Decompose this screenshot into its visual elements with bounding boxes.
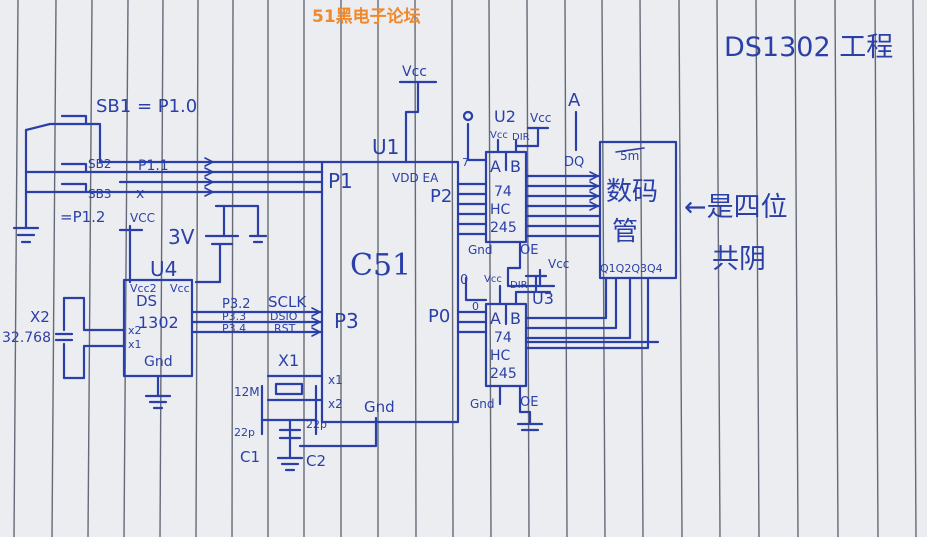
watermark: 51黑电子论坛 [312,6,421,27]
u3-74: 74 [494,330,512,346]
rtc-vcc2: Vcc2 [130,282,157,295]
crystal-ref: X1 [278,351,299,370]
u2-num: 7 [462,156,469,169]
label-p12: =P1.2 [60,208,105,226]
u2-dir: DIR [512,132,530,143]
u2-b: B [510,157,521,176]
mcu-c51: U1 C51 VDD EA P1 P2 P3 P0 Gnd Vcc [298,64,460,448]
xtal-ref: X2 [30,308,50,326]
u2-74: 74 [494,184,512,200]
note-arrow: ←是四位 [684,192,788,223]
note-common-cathode: 共阴 [712,244,766,275]
mcu-vdd-ea: VDD EA [392,171,439,185]
notebook-lines [13,0,917,537]
rtc-sclk: SCLK [268,293,307,311]
battery-label: 3V [168,225,195,249]
rtc-vcc: Vcc [170,282,190,295]
c2-value: 22p [306,418,327,431]
crystal-x1-pin: x1 [328,373,343,387]
display-pins: Q1Q2Q3Q4 [600,262,663,275]
u3-num: 0 [472,300,479,313]
rtc-x2: x2 [128,324,142,337]
u2-a: A [490,157,501,176]
u3-dir: DIR [510,280,528,291]
u2-ref: U2 [494,107,516,126]
c1-value: 22p [234,426,255,439]
u3-b: B [510,309,521,328]
label-sb3: SB3 [88,187,111,201]
u2-245: 245 [490,220,517,236]
display-line1: 数码 [606,177,658,207]
u2-gnd: Gnd [468,243,493,257]
rtc-chip-ds: DS [136,292,157,310]
u2-hc: HC [490,202,511,218]
rtc-dsio: DSIO [270,310,298,323]
crystal-freq: 12M [234,385,260,399]
rtc-p33: P3.3 [222,310,246,323]
mcu-vcc: Vcc [402,64,427,80]
rtc-x1: x1 [128,338,142,351]
u2-vcc: Vcc [490,130,508,141]
display-strike: 5m [620,149,639,163]
u2-oe: OE [520,243,538,258]
u3-vcc: Vcc [484,274,502,285]
xtal-freq: 32.768 [2,330,51,346]
seven-seg-display: 5m 数码 管 Q1Q2Q3Q4 [598,140,678,280]
u3-a: A [490,309,501,328]
label-sb2: SB2 [88,157,111,171]
mcu-name: C51 [350,248,411,283]
battery: 3V [168,204,268,284]
u3-zero: 0 [460,273,468,288]
c2-label: C2 [306,452,326,470]
rtc-vcc-label: VCC [130,211,155,225]
rtc-gnd: Gnd [144,354,173,370]
buffer-u3: U3 0 Vcc DIR Vcc A B 74 HC 245 Gnd OE 0 [456,257,660,432]
u3-oe: OE [520,395,538,410]
u3-gnd: Gnd [470,397,495,411]
u3-ref: U3 [532,289,554,308]
u2-dq: DQ [564,155,584,170]
buffer-u2: U2 Vcc DIR Vcc A B 74 HC 245 Gnd OE A DQ… [456,90,602,294]
label-x-mark: x [136,186,144,202]
page-title: DS1302 工程 [724,32,893,63]
mcu-gnd: Gnd [364,398,395,416]
rtc-ds1302: U4 VCC Vcc2 Vcc DS 1302 x2 x1 Gnd P3.2 P… [2,211,324,410]
crystal-x1: X1 12M x1 x2 22p 22p C1 C2 [234,351,343,472]
port-p3: P3 [334,309,359,333]
label-p11: P1.1 [138,158,169,174]
u3-245: 245 [490,366,517,382]
u2-bus: A [568,90,581,111]
crystal-x2-pin: x2 [328,397,343,411]
rtc-ref: U4 [150,257,177,281]
u2-vcc-top: Vcc [530,111,551,125]
u3-vcc-top: Vcc [548,257,569,271]
port-p0: P0 [428,306,450,327]
rtc-p34: P3.4 [222,322,246,335]
display-line2: 管 [612,217,638,247]
port-p1: P1 [328,169,353,193]
c1-label: C1 [240,448,260,466]
label-sb1: SB1 = P1.0 [96,96,197,117]
u3-hc: HC [490,348,511,364]
rtc-chip-1302: 1302 [138,313,179,332]
rtc-rst: RST [274,322,296,335]
rtc-p32: P3.2 [222,297,251,312]
switch-group: SB1 = P1.0 SB2 P1.1 SB3 x =P1.2 [12,96,324,244]
port-p2: P2 [430,186,452,207]
mcu-ref: U1 [372,135,399,159]
